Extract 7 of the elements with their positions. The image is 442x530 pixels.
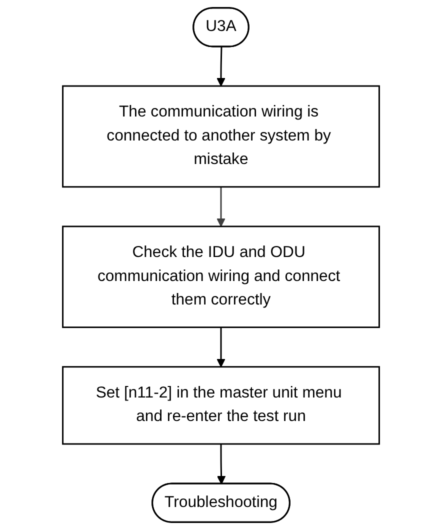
arrow xyxy=(216,327,226,368)
node-box: The communication wiring is connected to another system by mistake xyxy=(62,85,380,188)
arrow xyxy=(216,186,226,227)
arrow xyxy=(216,46,226,86)
node-box: Check the IDU and ODU communication wiring and connect them correctly xyxy=(62,226,380,328)
node-box: Set [n11-2] in the master unit menu and re-enter the test run xyxy=(62,366,380,445)
arrow xyxy=(216,444,226,484)
